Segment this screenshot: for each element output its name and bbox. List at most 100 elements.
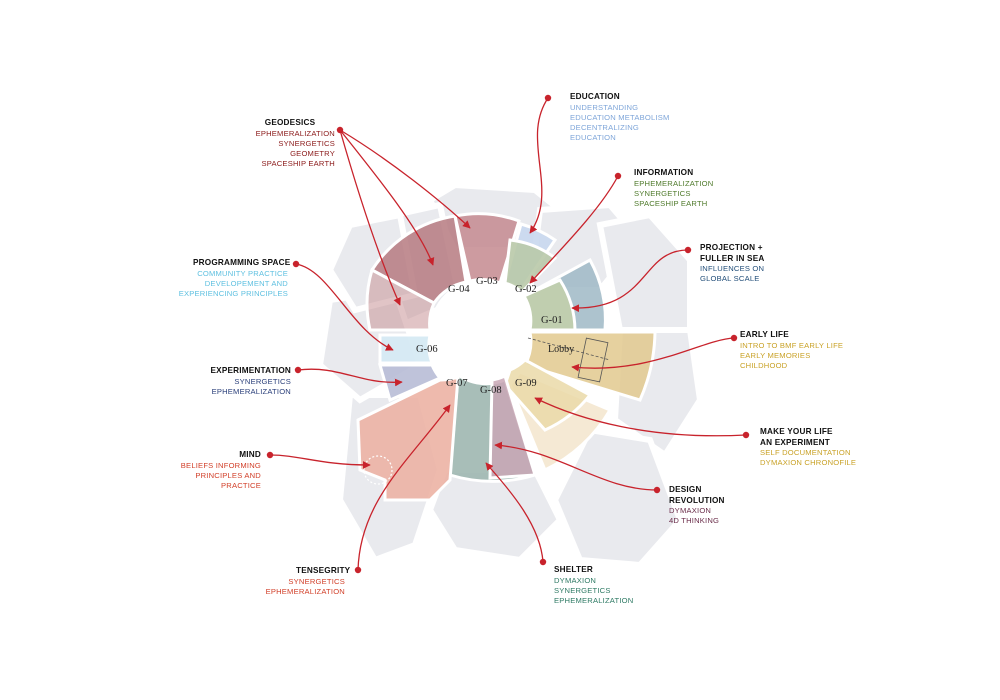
label-mind: MIND BELIEFS INFORMING PRINCIPLES AND PR… bbox=[165, 450, 261, 491]
arrow-origin-dots bbox=[266, 94, 750, 574]
earlylife-item: INTRO TO BMF EARLY LIFE bbox=[740, 340, 844, 350]
lobby-label: Lobby bbox=[548, 344, 574, 355]
education-title: EDUCATION bbox=[570, 92, 620, 101]
design-item: DYMAXION bbox=[669, 506, 712, 515]
sector-g06 bbox=[378, 363, 443, 403]
tensegrity-title: TENSEGRITY bbox=[296, 566, 351, 575]
tensegrity-item: EPHEMERALIZATION bbox=[265, 586, 345, 596]
earlylife-item: EARLY MEMORIES bbox=[740, 350, 811, 360]
information-items: EPHEMERALIZATION SYNERGETICS SPACESHIP E… bbox=[634, 179, 713, 209]
geodesics-item: EPHEMERALIZATION bbox=[255, 128, 335, 138]
earlylife-item: CHILDHOOD bbox=[740, 360, 788, 370]
mind-item: BELIEFS INFORMING bbox=[180, 460, 261, 470]
sector-g02 bbox=[503, 238, 558, 295]
geodesics-item: SPACESHIP EARTH bbox=[261, 158, 335, 168]
arrow-geodesics-3 bbox=[339, 129, 401, 306]
shelter-item: DYMAXION bbox=[554, 575, 597, 585]
sector-g06-top bbox=[378, 333, 435, 365]
makeyourlife-title-line2: AN EXPERIMENT bbox=[760, 437, 830, 447]
gallery-g04-label: G-04 bbox=[448, 284, 470, 295]
arrow-experimentation bbox=[297, 368, 403, 387]
education-item: EDUCATION bbox=[570, 132, 616, 142]
geodesics-item: SYNERGETICS bbox=[278, 138, 335, 148]
information-item: EPHEMERALIZATION bbox=[634, 178, 714, 188]
shelter-items: DYMAXION SYNERGETICS EPHEMERALIZATION bbox=[554, 576, 633, 606]
projection-title-line1: PROJECTION + bbox=[700, 243, 763, 252]
connector-arrows bbox=[269, 97, 747, 571]
geodesics-items: EPHEMERALIZATION SYNERGETICS GEOMETRY SP… bbox=[245, 129, 335, 169]
arrow-shelter bbox=[485, 462, 544, 563]
label-make-your-life: MAKE YOUR LIFE AN EXPERIMENT SELF DOCUME… bbox=[760, 427, 856, 468]
shelter-title: SHELTER bbox=[554, 565, 594, 574]
information-item: SYNERGETICS bbox=[634, 188, 691, 198]
gallery-g07-label: G-07 bbox=[446, 378, 468, 389]
gallery-g01-label: G-01 bbox=[541, 315, 563, 326]
label-shelter: SHELTER DYMAXION SYNERGETICS EPHEMERALIZ… bbox=[554, 565, 633, 606]
sector-g03 bbox=[453, 212, 521, 285]
projection-title-line2: FULLER IN SEA bbox=[700, 253, 765, 263]
sector-g08-right bbox=[488, 373, 537, 480]
education-item: EDUCATION METABOLISM bbox=[570, 112, 670, 122]
gallery-g03-label: G-03 bbox=[476, 276, 498, 287]
projection-items: INFLUENCES ON GLOBAL SCALE bbox=[700, 264, 764, 284]
gallery-g09-label: G-09 bbox=[515, 378, 537, 389]
arrow-geodesics-1 bbox=[339, 129, 435, 266]
design-title-line1: DESIGN bbox=[669, 485, 702, 494]
label-geodesics: GEODESICS EPHEMERALIZATION SYNERGETICS G… bbox=[245, 118, 335, 169]
label-programming-space: PROGRAMMING SPACE COMMUNITY PRACTICE DEV… bbox=[160, 258, 291, 299]
shelter-item: EPHEMERALIZATION bbox=[554, 595, 634, 605]
programming-title: PROGRAMMING SPACE bbox=[193, 258, 291, 267]
experimentation-title: EXPERIMENTATION bbox=[210, 366, 291, 375]
arrow-education bbox=[529, 97, 549, 234]
gallery-sectors bbox=[356, 212, 657, 502]
geodesics-item: GEOMETRY bbox=[290, 148, 335, 158]
makeyourlife-items: SELF DOCUMENTATION DYMAXION CHRONOFILE bbox=[760, 448, 856, 468]
tensegrity-items: SYNERGETICS EPHEMERALIZATION bbox=[240, 577, 345, 597]
arrow-projection bbox=[571, 249, 689, 313]
arrow-design bbox=[494, 441, 658, 491]
projection-item: INFLUENCES ON bbox=[700, 264, 765, 273]
gallery-g06-label: G-06 bbox=[416, 344, 438, 355]
arrow-tensegrity bbox=[357, 404, 451, 571]
gallery-g08-label: G-08 bbox=[480, 385, 502, 396]
makeyourlife-item: DYMAXION CHRONOFILE bbox=[760, 458, 857, 467]
earlylife-title: EARLY LIFE bbox=[740, 330, 789, 339]
sector-lobby bbox=[522, 330, 657, 402]
arrow-makeyourlife bbox=[534, 397, 747, 437]
central-hub bbox=[430, 280, 530, 380]
label-design-revolution: DESIGN REVOLUTION DYMAXION 4D THINKING bbox=[669, 485, 725, 526]
mind-dotted-mark bbox=[363, 455, 393, 485]
programming-item: DEVELOPEMENT AND bbox=[204, 278, 288, 288]
shelter-item: SYNERGETICS bbox=[554, 585, 611, 595]
sector-g07 bbox=[356, 374, 460, 502]
programming-item: EXPERIENCING PRINCIPLES bbox=[178, 288, 288, 298]
design-title-line2: REVOLUTION bbox=[669, 495, 725, 505]
label-education: EDUCATION UNDERSTANDING EDUCATION METABO… bbox=[570, 92, 670, 143]
programming-item: COMMUNITY PRACTICE bbox=[197, 268, 288, 278]
mind-items: BELIEFS INFORMING PRINCIPLES AND PRACTIC… bbox=[165, 461, 261, 491]
arrow-geodesics-2 bbox=[339, 129, 471, 229]
mind-title: MIND bbox=[239, 450, 261, 459]
sector-g01-inner bbox=[521, 278, 577, 332]
experimentation-item: EPHEMERALIZATION bbox=[211, 386, 291, 396]
design-items: DYMAXION 4D THINKING bbox=[669, 506, 725, 526]
information-item: SPACESHIP EARTH bbox=[634, 198, 708, 208]
earlylife-items: INTRO TO BMF EARLY LIFE EARLY MEMORIES C… bbox=[740, 341, 843, 371]
projection-item: GLOBAL SCALE bbox=[700, 274, 760, 283]
education-item: UNDERSTANDING bbox=[570, 102, 639, 112]
experimentation-item: SYNERGETICS bbox=[234, 376, 291, 386]
label-projection: PROJECTION + FULLER IN SEA INFLUENCES ON… bbox=[700, 243, 764, 284]
programming-items: COMMUNITY PRACTICE DEVELOPEMENT AND EXPE… bbox=[160, 269, 288, 299]
education-items: UNDERSTANDING EDUCATION METABOLISM DECEN… bbox=[570, 103, 670, 143]
arrow-programming bbox=[295, 263, 394, 351]
tensegrity-item: SYNERGETICS bbox=[288, 576, 345, 586]
arrow-earlylife bbox=[571, 337, 735, 372]
label-experimentation: EXPERIMENTATION SYNERGETICS EPHEMERALIZA… bbox=[196, 366, 291, 397]
label-tensegrity: TENSEGRITY SYNERGETICS EPHEMERALIZATION bbox=[240, 566, 351, 597]
gallery-g02-label: G-02 bbox=[515, 284, 537, 295]
lobby-element bbox=[527, 337, 611, 383]
geodesics-title: GEODESICS bbox=[264, 118, 316, 127]
experimentation-items: SYNERGETICS EPHEMERALIZATION bbox=[196, 377, 291, 397]
education-item: DECENTRALIZING bbox=[570, 122, 640, 132]
